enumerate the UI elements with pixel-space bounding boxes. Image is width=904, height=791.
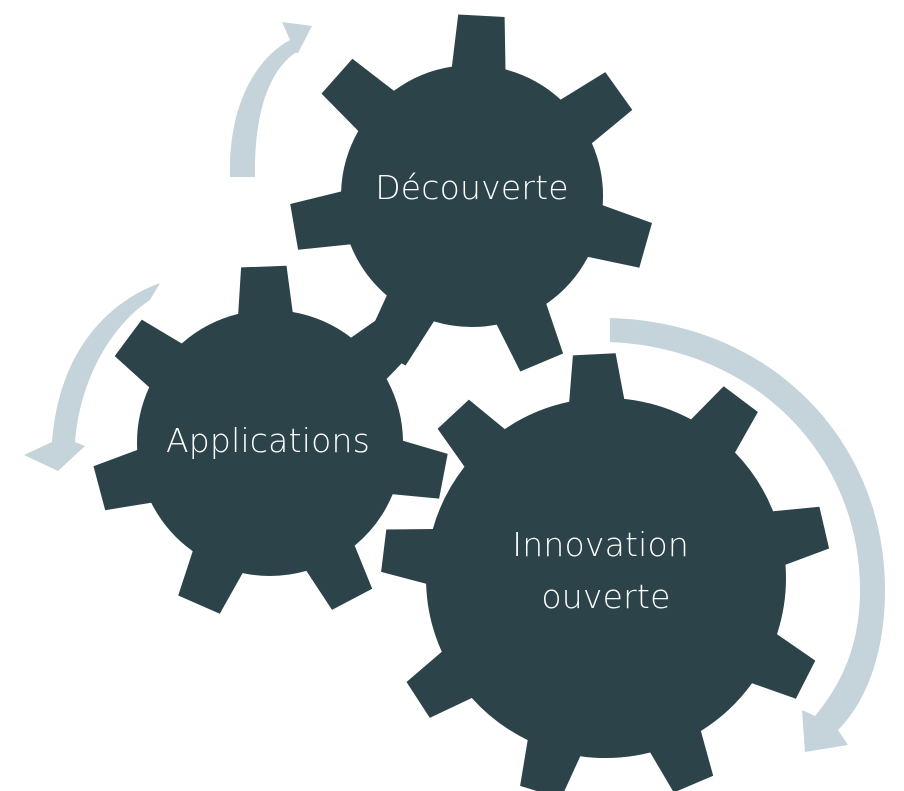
gear-decouverte: Découverte <box>290 14 652 372</box>
gear-applications: Applications <box>93 265 448 614</box>
gear-label: Applications <box>166 421 370 460</box>
gear-shape <box>93 265 448 614</box>
cycle-arrow-left <box>24 283 160 471</box>
gear-shape <box>290 14 652 372</box>
gear-innovation-ouverte: Innovation ouverte <box>381 353 830 791</box>
gear-label: Innovation ouverte <box>512 525 699 616</box>
cycle-arrow-right <box>610 318 885 752</box>
gear-shape <box>381 353 830 791</box>
cycle-arrow-top <box>229 22 312 177</box>
gear-label: Découverte <box>375 168 569 207</box>
